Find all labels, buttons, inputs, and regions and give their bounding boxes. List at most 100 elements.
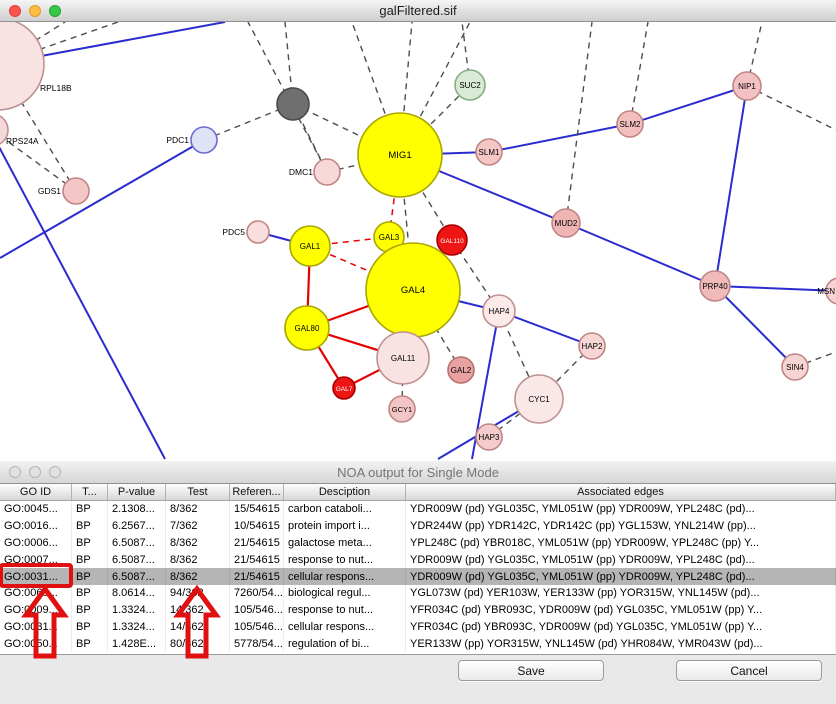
node-gal11[interactable]: [376, 331, 430, 385]
network-canvas[interactable]: RPL18BRPS24AGDS1PDC1DMC1MIG1SUC2SLM1SLM2…: [0, 22, 836, 461]
cell-associated_edges: YER133W (pp) YOR315W, YNL145W (pd) YHR08…: [406, 635, 836, 653]
close-button[interactable]: [9, 4, 21, 17]
edge-stub-stub: [0, 146, 166, 460]
minimize-button[interactable]: [29, 4, 41, 17]
traffic-lights: [9, 4, 61, 17]
node-msn[interactable]: [825, 277, 836, 305]
node-mud2[interactable]: [551, 208, 581, 238]
column-header-p_value[interactable]: P-value: [108, 484, 166, 500]
network-window-titlebar[interactable]: galFiltered.sif: [0, 0, 836, 22]
cell-p_value: 6.5087...: [108, 568, 166, 585]
node-label-hap2: HAP2: [582, 342, 603, 351]
cell-p_value: 6.2567...: [108, 517, 166, 535]
cancel-button[interactable]: Cancel: [676, 660, 822, 681]
zoom-button[interactable]: [49, 466, 61, 478]
cell-description: biological regul...: [284, 584, 406, 602]
node-gal2[interactable]: [447, 356, 475, 384]
cell-reference: 21/54615: [230, 551, 284, 569]
cell-reference: 105/546...: [230, 618, 284, 636]
node-label-bigleft: RPL18B: [40, 83, 72, 93]
zoom-button[interactable]: [49, 4, 61, 17]
node-label-gal11: GAL11: [391, 354, 416, 363]
node-hap2[interactable]: [578, 332, 606, 360]
cell-reference: 105/546...: [230, 601, 284, 619]
cell-type: BP: [72, 534, 108, 552]
cell-p_value: 2.1308...: [108, 501, 166, 518]
cell-type: BP: [72, 618, 108, 636]
node-label-dmc1: DMC1: [289, 167, 313, 177]
node-hap3[interactable]: [475, 423, 503, 451]
node-gal7[interactable]: [332, 376, 356, 400]
column-header-description[interactable]: Desciption: [284, 484, 406, 500]
node-gal110[interactable]: [436, 224, 468, 256]
node-label-slm1: SLM1: [479, 148, 500, 157]
node-slm1[interactable]: [475, 138, 503, 166]
column-header-associated_edges[interactable]: Associated edges: [406, 484, 836, 500]
node-gcy1[interactable]: [388, 395, 416, 423]
node-rps24a[interactable]: [0, 114, 9, 146]
node-pdc1[interactable]: [190, 126, 218, 154]
minimize-button[interactable]: [29, 466, 41, 478]
cell-go_id: GO:0006...: [0, 534, 72, 552]
edge-prp40-msn: [714, 285, 836, 292]
node-label-msn: MSN: [817, 287, 835, 296]
cell-test: 8/362: [166, 534, 230, 552]
node-label-gcy1: GCY1: [392, 405, 412, 414]
cell-p_value: 1.3324...: [108, 601, 166, 619]
edge-stub-pdc1: [0, 139, 205, 259]
node-slm2[interactable]: [616, 110, 644, 138]
edge-slm2-stub: [629, 22, 649, 125]
column-header-go_id[interactable]: GO ID: [0, 484, 72, 500]
node-prp40[interactable]: [699, 270, 731, 302]
column-header-test[interactable]: Test: [166, 484, 230, 500]
cell-type: BP: [72, 635, 108, 653]
cell-go_id: GO:0031...: [0, 568, 72, 585]
node-suc2[interactable]: [454, 69, 486, 101]
node-label-gal110: GAL110: [440, 238, 464, 245]
column-header-reference[interactable]: Referen...: [230, 484, 284, 500]
edge-nip1-stub: [746, 85, 836, 131]
node-gal1[interactable]: [289, 225, 331, 267]
noa-window-titlebar[interactable]: NOA output for Single Mode: [0, 461, 836, 484]
node-gal80[interactable]: [284, 305, 330, 351]
close-button[interactable]: [9, 466, 21, 478]
node-label-prp40: PRP40: [702, 282, 728, 291]
cell-go_id: GO:0007...: [0, 551, 72, 569]
window-title: NOA output for Single Mode: [337, 464, 499, 480]
node-pdc5[interactable]: [246, 220, 270, 244]
node-dmc1[interactable]: [313, 158, 341, 186]
node-hap4[interactable]: [482, 294, 516, 328]
node-nip1[interactable]: [732, 71, 762, 101]
node-label-sin4: SIN4: [786, 363, 804, 372]
cell-description: carbon cataboli...: [284, 501, 406, 518]
save-button[interactable]: Save: [458, 660, 604, 681]
node-mig1[interactable]: [357, 112, 443, 198]
node-cyc1[interactable]: [514, 374, 564, 424]
node-bigleft[interactable]: [0, 22, 45, 111]
node-gds1[interactable]: [62, 177, 90, 205]
edge-mud2-stub: [565, 22, 593, 224]
cell-go_id: GO:0045...: [0, 501, 72, 518]
node-label-gal4: GAL4: [401, 285, 425, 296]
cell-associated_edges: YFR034C (pd) YBR093C, YDR009W (pd) YGL03…: [406, 618, 836, 636]
cell-test: 8/362: [166, 501, 230, 518]
cell-type: BP: [72, 501, 108, 518]
node-label-hap4: HAP4: [489, 307, 510, 316]
cell-description: cellular respons...: [284, 618, 406, 636]
column-header-type[interactable]: T...: [72, 484, 108, 500]
cell-test: 14/362: [166, 618, 230, 636]
cell-description: galactose meta...: [284, 534, 406, 552]
cell-description: response to nut...: [284, 601, 406, 619]
node-gray[interactable]: [276, 87, 310, 121]
node-sin4[interactable]: [781, 353, 809, 381]
